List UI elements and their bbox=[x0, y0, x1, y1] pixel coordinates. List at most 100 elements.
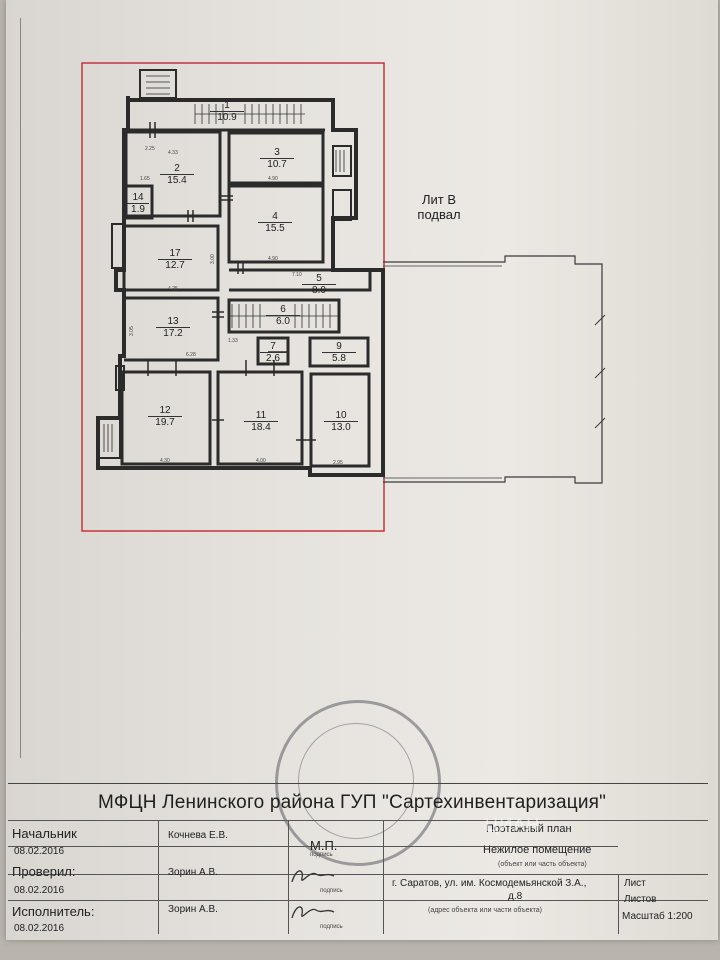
object-type: Нежилое помещение bbox=[483, 844, 592, 856]
address-caption: (адрес объекта или части объекта) bbox=[428, 907, 542, 914]
room-11: 11 18.4 bbox=[244, 410, 278, 433]
sheet-label: Лист bbox=[624, 878, 646, 889]
room-number: 11 bbox=[255, 410, 267, 421]
dimension: 4.00 bbox=[256, 458, 266, 464]
room-13: 13 17.2 bbox=[156, 316, 190, 339]
dimension: 4.90 bbox=[268, 256, 278, 262]
date-executor: 08.02.2016 bbox=[14, 923, 65, 934]
room-number: 7 bbox=[270, 341, 276, 352]
dimension: 3.05 bbox=[129, 326, 135, 336]
column-divider bbox=[158, 820, 159, 934]
signature-caption: подпись bbox=[320, 924, 343, 930]
door-marks bbox=[147, 122, 316, 441]
adjacent-building bbox=[383, 255, 606, 484]
dimension: 7.10 bbox=[292, 272, 302, 278]
room-10: 10 13.0 bbox=[324, 410, 358, 433]
room-area: 13.0 bbox=[324, 421, 358, 433]
room-area: 1.9 bbox=[127, 203, 149, 215]
seal-mark: М.П. bbox=[310, 838, 338, 853]
room-number: 13 bbox=[167, 316, 179, 327]
room-number: 1 bbox=[224, 100, 230, 111]
dimension: 4.30 bbox=[160, 458, 170, 464]
room-area: 15.4 bbox=[160, 174, 194, 186]
room-6: 6 6.0 bbox=[266, 304, 300, 327]
room-4: 4 15.5 bbox=[258, 211, 292, 234]
room-number: 2 bbox=[174, 163, 180, 174]
room-number: 3 bbox=[274, 147, 280, 158]
building-level: подвал bbox=[417, 207, 461, 222]
role-head: Начальник bbox=[12, 826, 77, 841]
scale-label: Масштаб 1:200 bbox=[622, 911, 693, 922]
address-line-2: д.8 bbox=[508, 891, 523, 902]
building-lit: Лит В bbox=[421, 192, 457, 207]
entrances bbox=[97, 69, 352, 459]
room-number: 17 bbox=[169, 248, 181, 259]
room-14: 14 1.9 bbox=[127, 192, 149, 215]
room-number: 5 bbox=[316, 273, 322, 284]
stair-hatching bbox=[194, 104, 338, 328]
title-block: МФЦН Ленинского района ГУП "Сартехинвент… bbox=[8, 783, 708, 934]
dimension: 6.28 bbox=[186, 352, 196, 358]
column-divider bbox=[288, 820, 289, 934]
room-area: 18.4 bbox=[244, 421, 278, 433]
row-divider bbox=[8, 900, 708, 901]
dimension: 3.00 bbox=[210, 254, 216, 264]
room-area: 2.6 bbox=[260, 352, 286, 364]
name-checker: Зорин А.В. bbox=[168, 867, 218, 878]
dimension: 1.33 bbox=[228, 338, 238, 344]
room-12: 12 19.7 bbox=[148, 405, 182, 428]
organization-title: МФЦН Ленинского района ГУП "Сартехинвент… bbox=[98, 792, 607, 813]
room-area: 6.0 bbox=[266, 315, 300, 327]
room-number: 6 bbox=[280, 304, 286, 315]
building-label: Лит В подвал bbox=[404, 192, 474, 222]
row-divider bbox=[8, 820, 708, 821]
room-number: 10 bbox=[335, 410, 347, 421]
room-2: 2 15.4 bbox=[160, 163, 194, 186]
room-17: 17 12.7 bbox=[158, 248, 192, 271]
role-executor: Исполнитель: bbox=[12, 904, 95, 919]
sheets-label: Листов bbox=[624, 894, 657, 905]
room-number: 9 bbox=[336, 341, 342, 352]
date-head: 08.02.2016 bbox=[14, 846, 65, 857]
dimension: 1.65 bbox=[140, 176, 150, 182]
interior-walls bbox=[120, 128, 372, 468]
signature-checker bbox=[291, 870, 335, 883]
room-area: 17.2 bbox=[156, 327, 190, 339]
dimension: 2.95 bbox=[333, 460, 343, 466]
outer-walls bbox=[96, 96, 385, 477]
room-number: 14 bbox=[132, 192, 144, 203]
room-area: 10.9 bbox=[210, 111, 244, 123]
column-divider bbox=[618, 874, 619, 934]
dimension: 2.25 bbox=[145, 146, 155, 152]
room-3: 3 10.7 bbox=[260, 147, 294, 170]
room-number: 12 bbox=[159, 405, 171, 416]
column-divider bbox=[383, 820, 384, 934]
row-divider bbox=[8, 874, 708, 875]
room-7: 7 2.6 bbox=[260, 341, 286, 364]
watermark: ЦИАН bbox=[485, 815, 541, 835]
dimension: 4.90 bbox=[268, 176, 278, 182]
plan-title: Поэтажный план bbox=[486, 823, 572, 835]
room-number: 4 bbox=[272, 211, 278, 222]
role-checker: Проверил: bbox=[12, 864, 76, 879]
row-divider bbox=[8, 846, 618, 847]
room-area: 15.5 bbox=[258, 222, 292, 234]
signature-caption: подпись bbox=[320, 888, 343, 894]
room-5: 5 8.0 bbox=[302, 273, 336, 296]
room-area: 12.7 bbox=[158, 259, 192, 271]
object-caption: (объект или часть объекта) bbox=[498, 861, 587, 868]
room-area: 8.0 bbox=[302, 284, 336, 296]
room-area: 5.8 bbox=[322, 352, 356, 364]
name-executor: Зорин А.В. bbox=[168, 904, 218, 915]
room-area: 10.7 bbox=[260, 158, 294, 170]
date-checker: 08.02.2016 bbox=[14, 885, 65, 896]
frame-left-border bbox=[20, 18, 21, 758]
dimension: 4.25 bbox=[168, 286, 178, 292]
address-line-1: г. Саратов, ул. им. Космодемьянской З.А.… bbox=[392, 878, 587, 889]
room-1: 1 10.9 bbox=[210, 100, 244, 123]
official-seal-inner-ring bbox=[298, 723, 414, 839]
room-9: 9 5.8 bbox=[322, 341, 356, 364]
signature-caption: подпись bbox=[310, 852, 333, 858]
name-head: Кочнева Е.В. bbox=[168, 830, 228, 841]
